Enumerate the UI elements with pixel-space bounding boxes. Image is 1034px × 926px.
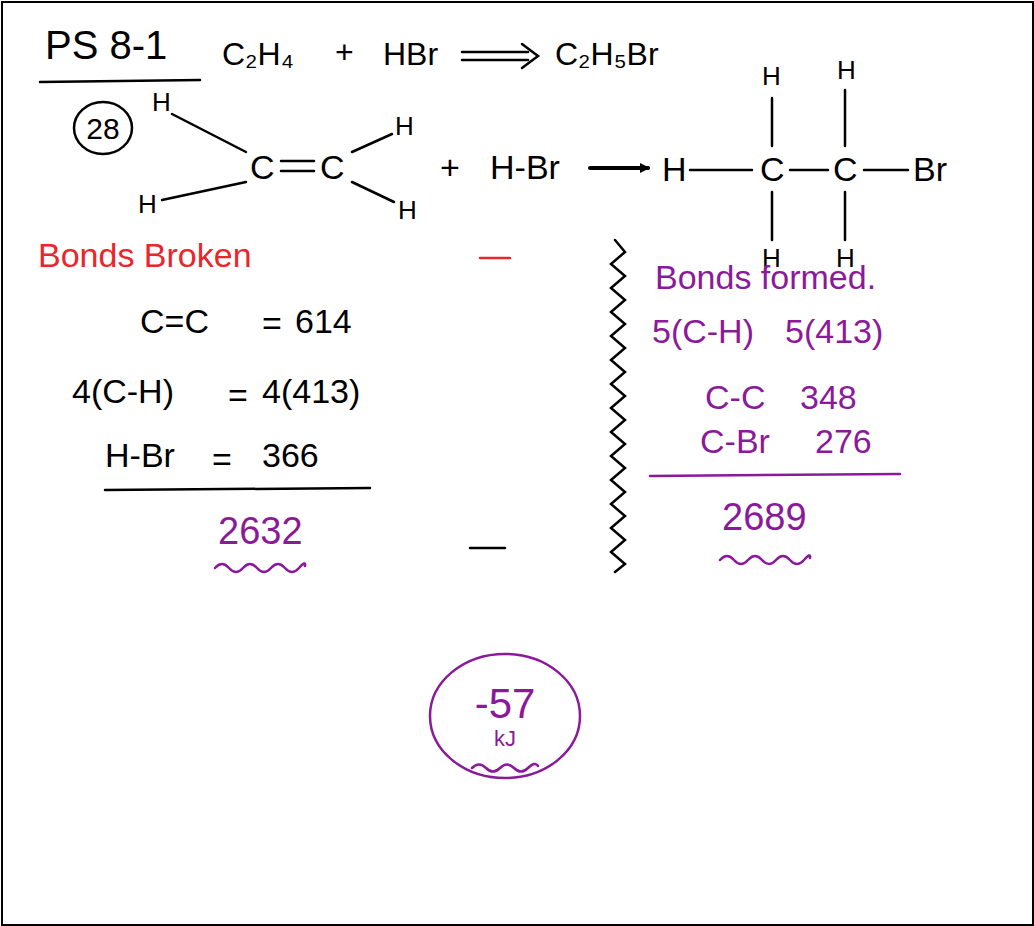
answer-circle: -57kJ [428, 652, 582, 780]
formula: HBr [383, 36, 438, 73]
bond-name: C-C [705, 378, 765, 417]
bond-energy: 4(413) [262, 372, 360, 411]
plus-sign: + [335, 34, 354, 71]
atom-symbol: H [662, 150, 687, 189]
bond-energy: 614 [295, 302, 352, 341]
atom-symbol: H [762, 62, 781, 92]
formula: C₂H₅Br [555, 36, 659, 73]
equals-sign: = [212, 440, 232, 479]
circled-value: -57 [475, 681, 536, 727]
problem-number-circle: 28 [72, 100, 134, 156]
circled-value: 28 [86, 112, 119, 145]
formula: C₂H₄ [222, 36, 294, 73]
molecule: H-Br [490, 148, 560, 187]
equals-sign: = [228, 376, 248, 415]
bond-name: H-Br [105, 436, 175, 475]
plus-sign: + [440, 148, 460, 187]
atom-symbol: C [760, 150, 785, 189]
energy-total: 2689 [722, 496, 807, 540]
bond-name: 4(C-H) [72, 372, 174, 411]
bond-energy: 5(413) [785, 312, 883, 351]
atom-symbol: C [833, 150, 858, 189]
atom-symbol: C [250, 148, 275, 187]
bond-energy: 348 [800, 378, 857, 417]
atom-symbol: H [138, 190, 157, 220]
atom-symbol: H [395, 112, 414, 142]
atom-symbol: C [320, 148, 345, 187]
bond-name: C=C [140, 302, 209, 341]
bond-name: 5(C-H) [652, 312, 754, 351]
section-heading: Bonds Broken [38, 236, 252, 275]
atom-symbol: H [152, 88, 171, 118]
equals-sign: = [262, 304, 282, 343]
bond-energy: 366 [262, 436, 319, 475]
atom-symbol: H [398, 196, 417, 226]
energy-total: 2632 [218, 510, 303, 554]
bond-energy: 276 [815, 422, 872, 461]
problem-title: PS 8-1 [45, 22, 167, 68]
atom-symbol: Br [913, 150, 947, 189]
unit-text: kJ [494, 727, 516, 751]
atom-symbol: H [837, 56, 856, 86]
bond-name: C-Br [700, 422, 770, 461]
section-heading: Bonds formed. [655, 258, 876, 297]
